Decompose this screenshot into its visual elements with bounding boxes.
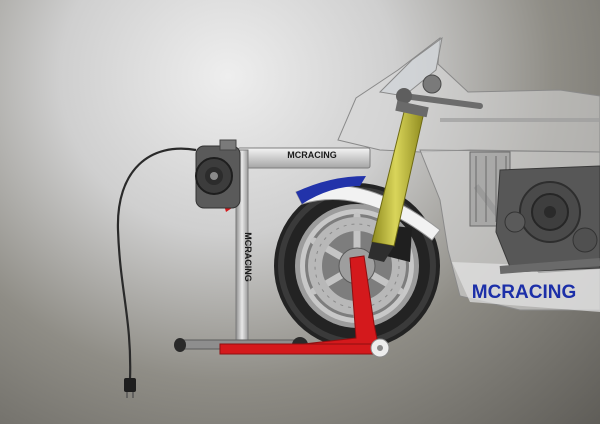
fork-icon bbox=[368, 100, 429, 262]
stand-top-logo: MCRACING bbox=[287, 150, 337, 160]
stand-post-logo: MCRACING bbox=[243, 232, 253, 282]
plug-icon bbox=[124, 378, 136, 398]
handlebar-grip-icon bbox=[396, 88, 412, 104]
engine-icon bbox=[495, 165, 600, 274]
front-fender-icon bbox=[295, 176, 441, 241]
blower-icon bbox=[195, 139, 241, 209]
power-cable-icon bbox=[116, 147, 197, 381]
fairing-logo: MCRACING bbox=[472, 282, 577, 303]
